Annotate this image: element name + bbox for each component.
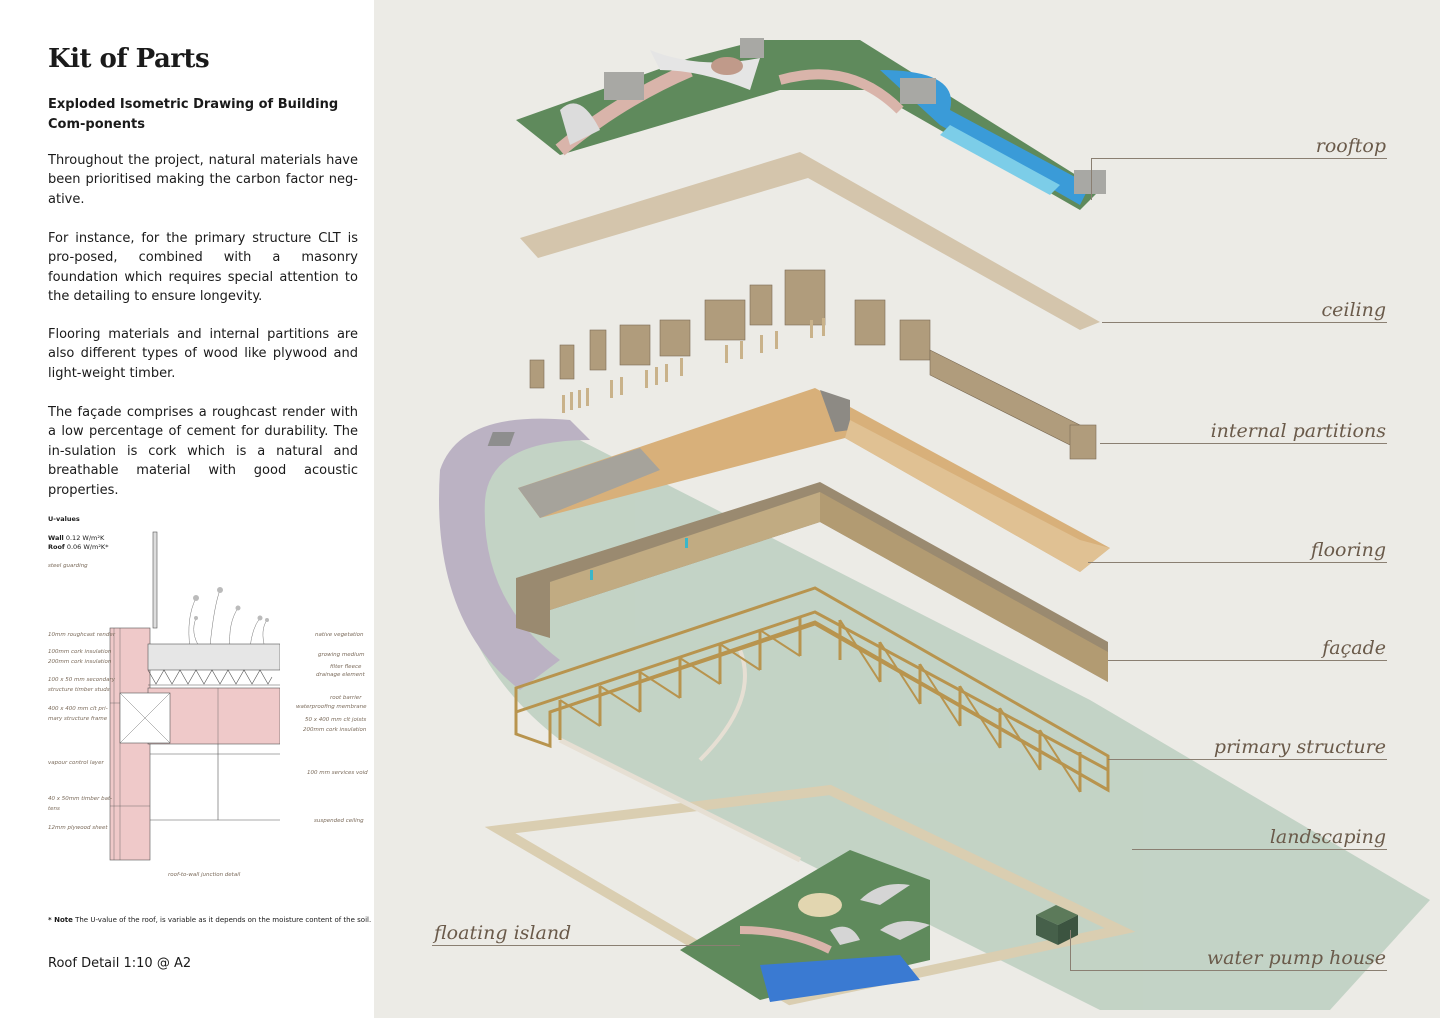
- exploded-isometric-panel: rooftop ceiling internal partitions floo…: [374, 0, 1440, 1018]
- detail-label: vapour control layer: [48, 760, 104, 766]
- rooftop-layer: [516, 38, 1106, 210]
- label-primary-structure: primary structure: [1213, 736, 1386, 758]
- detail-label: native vegetation: [315, 632, 364, 638]
- exploded-isometric-drawing: [439, 38, 1430, 1010]
- paragraph-flooring: Flooring materials and internal partitio…: [48, 327, 358, 381]
- detail-label: waterproofing membrane: [296, 704, 367, 710]
- detail-label: 10mm roughcast render: [48, 632, 115, 638]
- label-flooring: flooring: [1310, 539, 1386, 561]
- label-rooftop: rooftop: [1315, 135, 1386, 157]
- detail-label: 100mm cork insulation: [48, 649, 112, 655]
- leader-line: [1070, 930, 1071, 970]
- detail-label: filter fleece: [330, 664, 362, 670]
- footnote: * Note The U-value of the roof, is varia…: [48, 916, 372, 924]
- leader-line: [1100, 443, 1387, 444]
- leader-line: [1108, 759, 1387, 760]
- leader-line: [1102, 322, 1387, 323]
- detail-label: 100 x 50 mm secondary: [48, 677, 115, 683]
- ceiling-layer: [520, 152, 1100, 330]
- detail-label: root barrier: [330, 695, 362, 701]
- leader-line: [432, 945, 740, 946]
- paragraph-structure: For instance, for the primary structure …: [48, 231, 358, 305]
- paragraph-facade: The façade comprises a roughcast render …: [48, 405, 358, 498]
- label-internal-partitions: internal partitions: [1210, 420, 1386, 442]
- detail-label: 200mm cork insulation: [303, 727, 367, 733]
- uvalues-heading: U-values: [48, 515, 80, 523]
- paragraph-materials: Throughout the project, natural material…: [48, 153, 358, 207]
- text-panel: Kit of Parts Exploded Isometric Drawing …: [0, 0, 374, 1018]
- roof-detail-drawing: [109, 531, 280, 861]
- detail-label: structure timber studs: [48, 687, 110, 693]
- leader-line: [1088, 562, 1387, 563]
- leader-line: [1070, 970, 1387, 971]
- detail-label: steel guarding: [48, 563, 88, 569]
- detail-label: 40 x 50mm timber bat-: [48, 796, 113, 802]
- water-pump-house-icon: [1036, 905, 1078, 945]
- detail-label: 12mm plywood sheet: [48, 825, 108, 831]
- uvalue-wall: Wall 0.12 W/m²K: [48, 534, 105, 542]
- landscaping-layer: [439, 418, 1430, 1010]
- leader-line: [1091, 158, 1092, 200]
- subtitle: Exploded Isometric Drawing of Building C…: [48, 97, 339, 132]
- detail-label: 100 mm services void: [307, 770, 368, 776]
- page-title: Kit of Parts: [48, 44, 210, 74]
- detail-label: mary structure frame: [48, 716, 108, 722]
- label-ceiling: ceiling: [1321, 299, 1386, 321]
- label-facade: façade: [1322, 637, 1386, 659]
- roof-detail-scale: Roof Detail 1:10 @ A2: [48, 956, 192, 971]
- internal-partitions-layer: [529, 269, 1097, 460]
- detail-label: 400 x 400 mm clt pri-: [48, 706, 108, 712]
- facade-layer: [516, 482, 1108, 682]
- detail-label: growing medium: [318, 652, 365, 658]
- label-floating-island: floating island: [434, 922, 572, 944]
- detail-label: 200mm cork insulation: [48, 659, 112, 665]
- label-landscaping: landscaping: [1269, 826, 1386, 848]
- leader-line: [1132, 849, 1387, 850]
- detail-label: drainage element: [316, 672, 365, 678]
- floating-island-layer: [680, 850, 930, 1002]
- label-water-pump-house: water pump house: [1206, 947, 1386, 969]
- detail-label: suspended ceiling: [314, 818, 364, 824]
- primary-structure-layer: [514, 586, 1110, 793]
- detail-label: tens: [48, 806, 60, 812]
- detail-caption: roof-to-wall junction detail: [168, 872, 241, 878]
- leader-line: [1108, 660, 1387, 661]
- uvalue-roof: Roof 0.06 W/m²K*: [48, 543, 109, 551]
- flooring-layer: [487, 388, 1110, 572]
- detail-label: 50 x 400 mm clt joists: [305, 717, 367, 723]
- leader-line: [1091, 158, 1387, 159]
